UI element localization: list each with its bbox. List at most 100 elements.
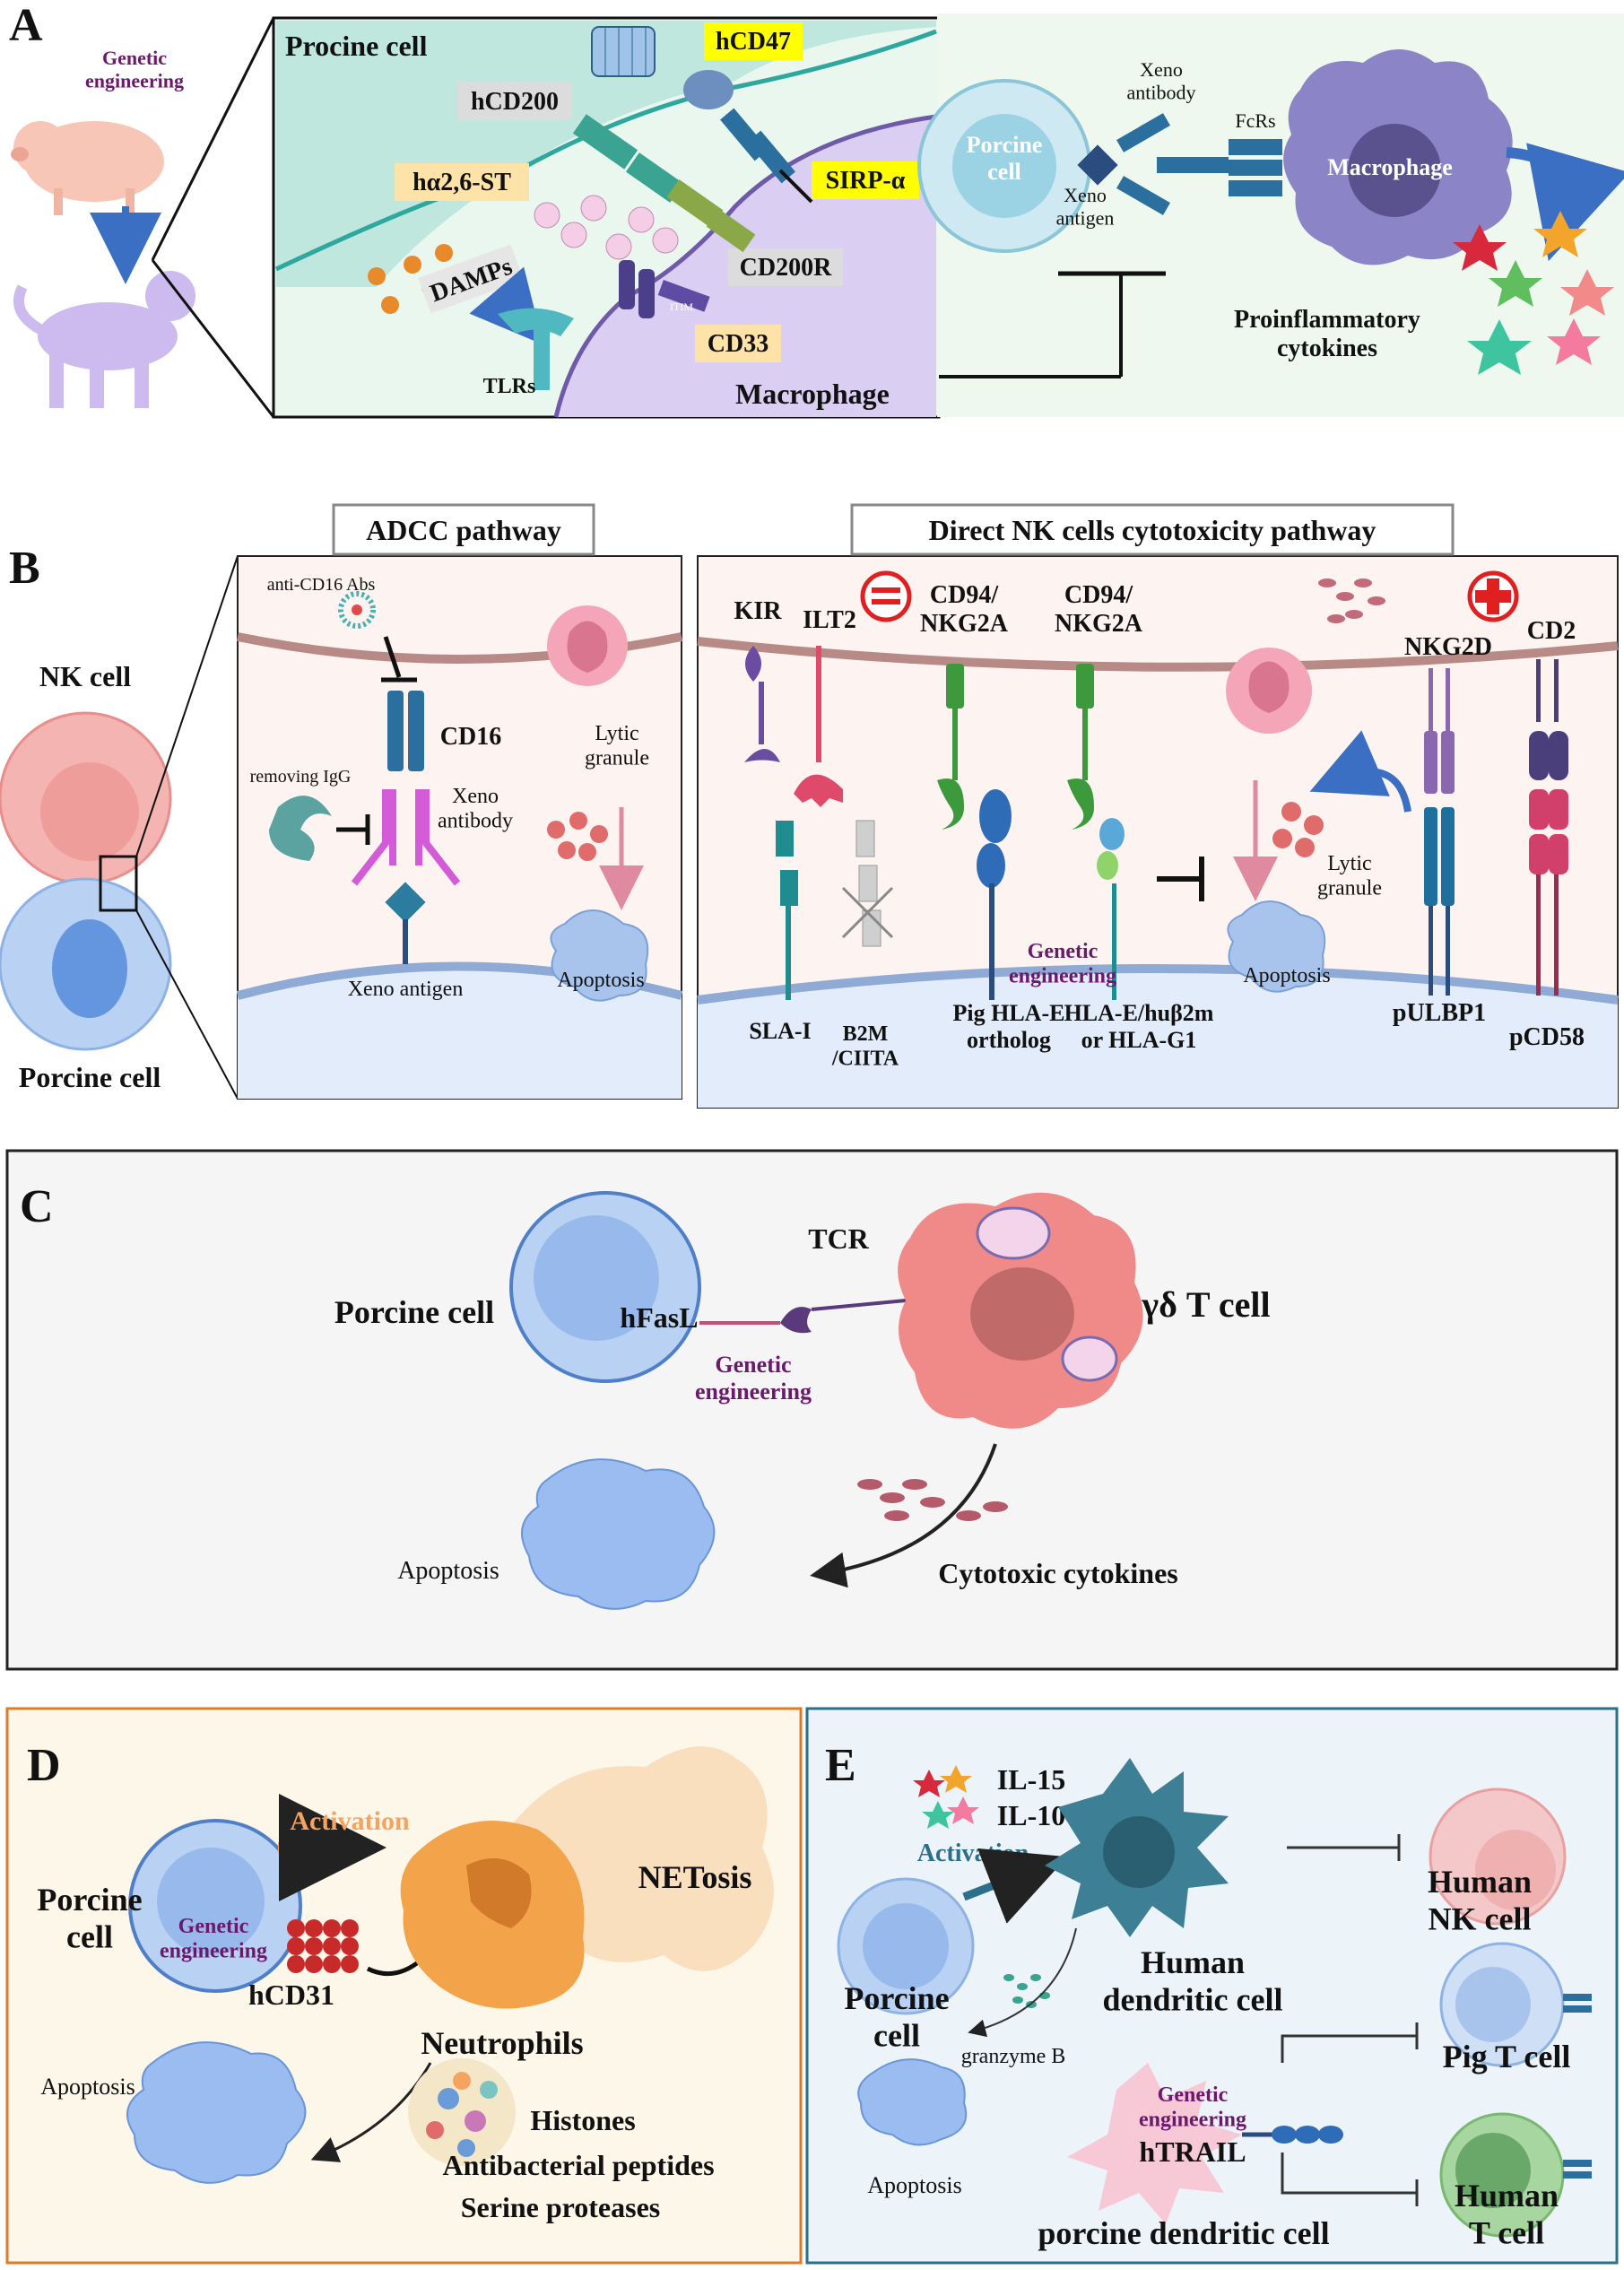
sialic-acid-dots: [534, 195, 679, 260]
zoom-line-b-bottom: [135, 909, 239, 1100]
zoom-line-bottom: [151, 259, 275, 418]
pig-t-cell-receptor: [1563, 1994, 1592, 2013]
hcd200-label: hCD200: [471, 88, 559, 116]
macrophage-membrane: [553, 114, 937, 418]
apoptosis-d-label: Apoptosis: [40, 2074, 135, 2100]
pig-hla-e-receptor: [977, 789, 1012, 1000]
lytic-granule-cell-a: [547, 605, 628, 686]
pig-t-label: Pig T cell: [1443, 2039, 1571, 2074]
direct-title-bg: [850, 503, 1455, 556]
cd94-2-receptor: [1067, 664, 1094, 830]
nk-cell-nucleus: [40, 762, 139, 861]
porcine-cell-c-label: Porcine cell: [334, 1294, 494, 1330]
activation-arrow-e: [962, 1848, 1068, 1924]
human-t-cell-nucleus: [1455, 2133, 1531, 2208]
lytic-granules-b: [1272, 802, 1324, 857]
porcine-cell-b-nucleus: [52, 919, 127, 1018]
hcd47-receptor: [591, 26, 734, 109]
ha26st-label-bg: [395, 163, 529, 201]
hcd47-label: hCD47: [716, 28, 791, 56]
apoptosis-a-icon: [550, 909, 649, 1002]
netosis-label: NETosis: [638, 1859, 752, 1895]
porcine-cell-e-nucleus: [863, 1903, 949, 1989]
cytokine-burst-b: [1318, 578, 1385, 623]
ilt2-receptor: [794, 646, 843, 807]
nkg2d-receptor: [1424, 668, 1455, 794]
porcine-dendritic-cell: [1067, 2063, 1242, 2224]
panel-b-letter: B: [9, 543, 40, 594]
antibacterial-label: Antibacterial peptides: [442, 2149, 714, 2181]
ilt2-label: ILT2: [803, 606, 856, 634]
cd200r-receptor: [666, 178, 756, 253]
minus-icon: [860, 570, 912, 622]
apoptosis-c-label: Apoptosis: [397, 1557, 499, 1585]
macrophage-a-label: Macrophage: [1327, 154, 1453, 180]
pig-icon: [11, 121, 164, 215]
apoptosis-e-icon: [857, 2058, 968, 2146]
cd200r-label-bg: [728, 248, 843, 286]
ha26st-label: hα2,6-ST: [413, 169, 511, 196]
tlrs-label: TLRs: [483, 375, 536, 398]
cd200r-label: CD200R: [740, 254, 832, 282]
hcd200-receptor: [572, 114, 684, 203]
tcr-receptor: [780, 1307, 812, 1334]
granzyme-label: granzyme B: [961, 2045, 1066, 2068]
anti-cd16-icon: [338, 591, 376, 629]
removing-igg-icon: [269, 796, 332, 861]
cytokines-icon: [1453, 211, 1614, 375]
xeno-antibody-a: [1116, 113, 1229, 215]
porcine-cell-d-nucleus: [157, 1848, 265, 1955]
apoptosis-b-label: Apoptosis: [1243, 964, 1330, 987]
monkey-icon: [13, 271, 195, 408]
human-t-cell-receptor: [1563, 2160, 1592, 2179]
pcd58-receptor: [1529, 789, 1568, 996]
il10-label: IL-10: [997, 1799, 1065, 1831]
cd33-receptor: ITIM: [619, 260, 710, 318]
xeno-antigen-b-label: Xeno antigen: [348, 978, 464, 1001]
sirpa-label: SIRP-α: [826, 167, 906, 195]
porcine-cell-c-nucleus: [534, 1215, 659, 1341]
serine-label: Serine proteases: [461, 2191, 660, 2223]
nk-cell-label: NK cell: [39, 660, 131, 692]
htrail-label: hTRAIL: [1139, 2135, 1246, 2168]
apoptosis-e-label: Apoptosis: [867, 2172, 961, 2198]
pig-t-cell-nucleus: [1455, 1967, 1531, 2042]
kir-receptor: [744, 646, 780, 762]
plus-icon: [1467, 570, 1519, 622]
pcd58-label: pCD58: [1509, 1023, 1585, 1051]
cd94-1-label: CD94/NKG2A: [920, 581, 1009, 638]
pulbp1-label: pULBP1: [1393, 999, 1486, 1027]
macrophage-a: [1283, 49, 1513, 265]
hcd31-label: hCD31: [248, 1979, 334, 2011]
nkg2d-curve-arrow: [1309, 730, 1411, 813]
cd2-label: CD2: [1527, 617, 1576, 645]
fcrs-label: FcRs: [1235, 109, 1275, 132]
cytotoxic-particles: [857, 1479, 1008, 1521]
apoptosis-a-label: Apoptosis: [557, 969, 644, 992]
fcrs-receptor: [1229, 139, 1282, 196]
apoptosis-d-icon: [126, 2041, 307, 2184]
inhibit-pig-t-line: [1281, 2034, 1417, 2063]
cd2-receptor: [1529, 659, 1568, 780]
panel-b: B NK cell Porcine cell ADCC pathway anti…: [0, 503, 1619, 1109]
hcd31-inhibit: [366, 1958, 423, 1977]
procine-cell-region: [276, 21, 936, 287]
porcine-cell-b-label: Porcine cell: [19, 1061, 161, 1093]
removing-igg-label: removing IgG: [250, 767, 352, 787]
b2m-receptor: [841, 820, 894, 947]
neutrophil-nucleus: [466, 1858, 532, 1928]
panel-e-letter: E: [825, 1740, 856, 1791]
apoptosis-c-icon: [521, 1458, 716, 1610]
sla-i-receptor: [776, 821, 798, 1000]
porcine-dc-label: porcine dendritic cell: [1038, 2215, 1329, 2251]
procine-cell-label: Procine cell: [285, 30, 428, 62]
